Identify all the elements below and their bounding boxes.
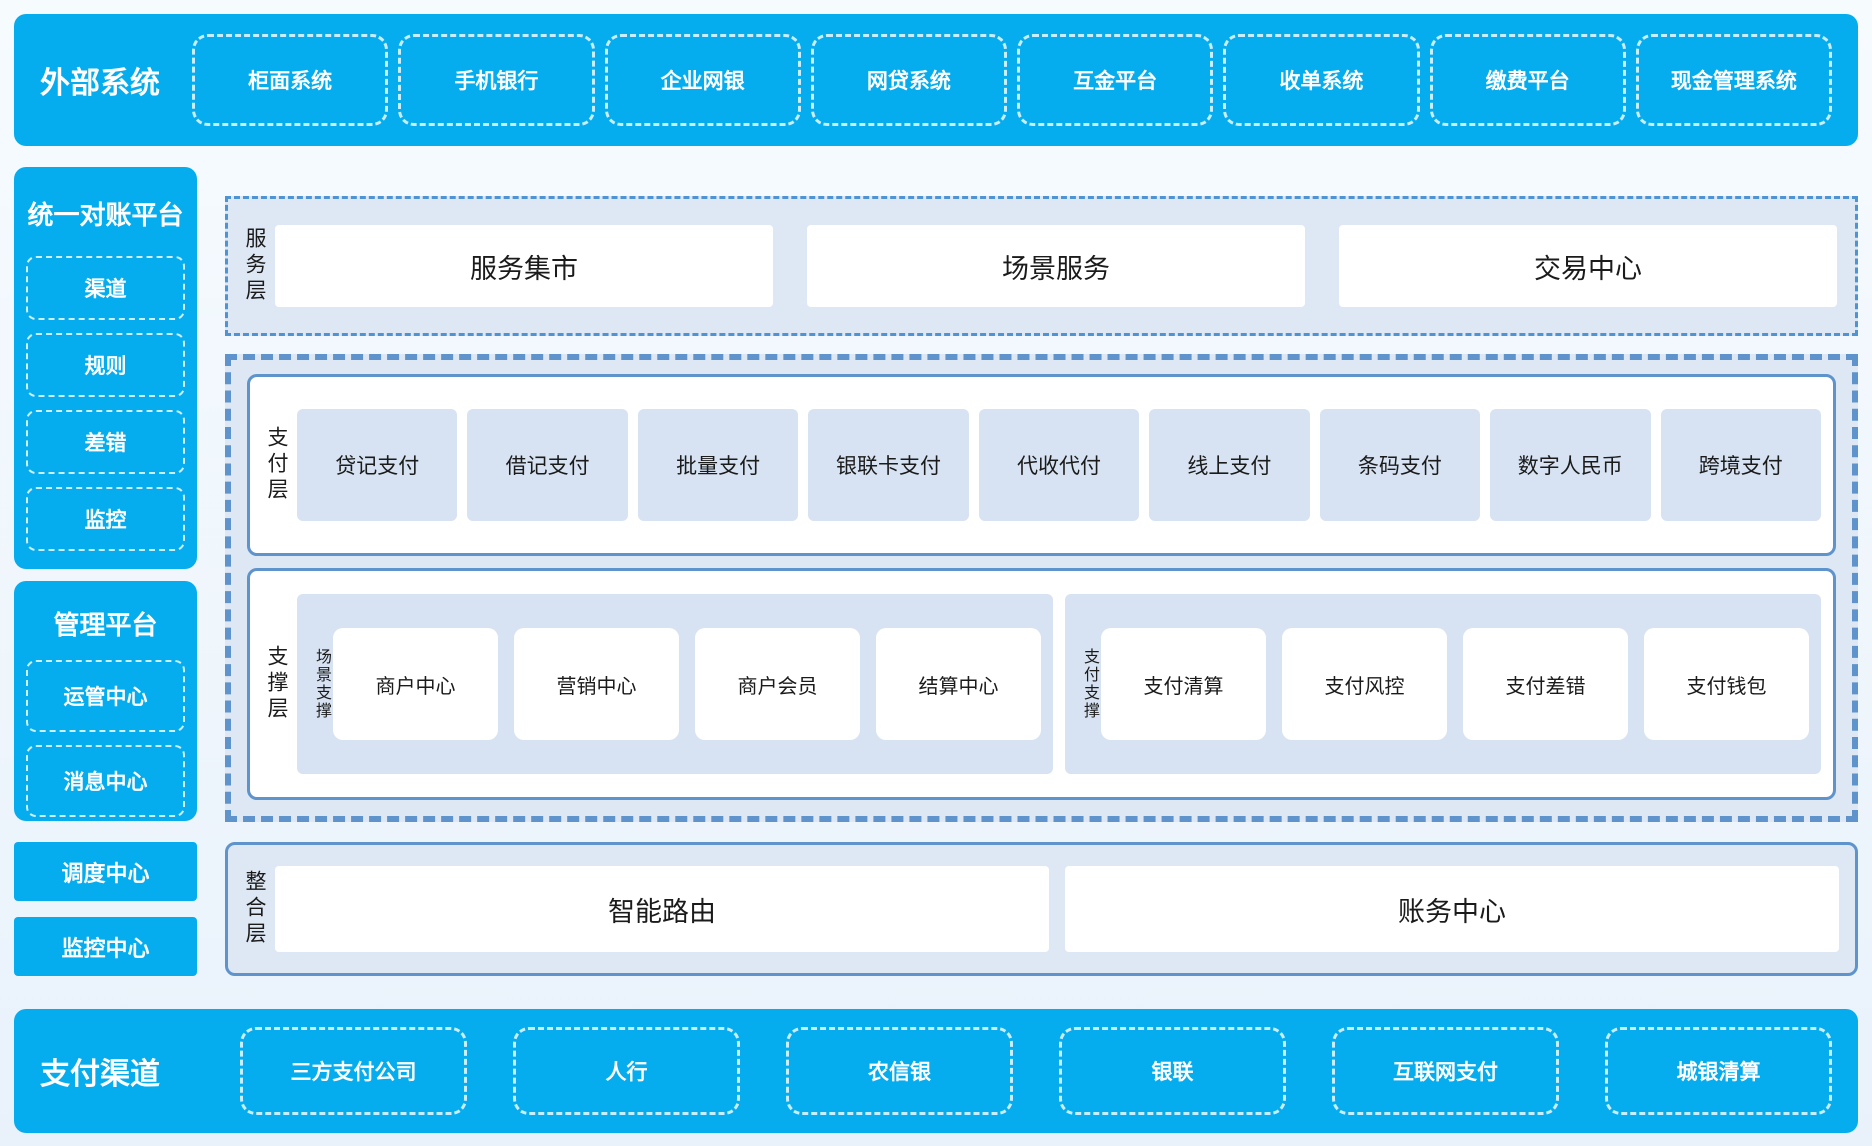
payment-support-container: 支付层 贷记支付 借记支付 批量支付 银联卡支付 代收代付 线上支付 条码支付 … (225, 354, 1858, 822)
scene-support-group: 场景支撑 商户中心 营销中心 商户会员 结算中心 (297, 594, 1053, 774)
integration-layer-item: 智能路由 (275, 866, 1049, 952)
payment-layer-item: 批量支付 (637, 409, 799, 521)
external-system-item: 缴费平台 (1429, 34, 1626, 126)
payment-layer-item: 线上支付 (1149, 409, 1310, 521)
external-systems-bar: 外部系统 柜面系统 手机银行 企业网银 网贷系统 互金平台 收单系统 缴费平台 … (14, 14, 1858, 146)
reconciliation-item: 差错 (26, 410, 185, 474)
payment-layer-item: 条码支付 (1319, 409, 1481, 521)
reconciliation-platform-block: 统一对账平台 渠道 规则 差错 监控 (14, 167, 197, 569)
external-system-item: 现金管理系统 (1635, 34, 1832, 126)
payment-channel-item: 银联 (1059, 1027, 1286, 1115)
reconciliation-items: 渠道 规则 差错 监控 (26, 256, 185, 553)
scene-support-item: 结算中心 (876, 628, 1041, 740)
external-systems-label: 外部系统 (40, 67, 160, 100)
payment-channel-item: 互联网支付 (1332, 1027, 1559, 1115)
reconciliation-platform-title: 统一对账平台 (27, 200, 184, 230)
payment-layer-item: 数字人民币 (1490, 409, 1651, 521)
service-layer-items: 服务集市 场景服务 交易中心 (275, 225, 1837, 307)
external-system-item: 手机银行 (398, 34, 595, 126)
service-layer-label: 服务层 (243, 227, 266, 305)
management-platform-title: 管理平台 (53, 610, 158, 640)
support-layer-groups: 场景支撑 商户中心 营销中心 商户会员 结算中心 支付支撑 支付清算 (297, 594, 1821, 774)
payment-layer-item: 贷记支付 (297, 409, 458, 521)
payment-layer-item: 银联卡支付 (808, 409, 969, 521)
payment-support-item: 支付清算 (1101, 628, 1266, 740)
external-system-item: 网贷系统 (810, 34, 1007, 126)
payment-support-label: 支付支撑 (1081, 648, 1098, 720)
payment-layer: 支付层 贷记支付 借记支付 批量支付 银联卡支付 代收代付 线上支付 条码支付 … (247, 374, 1836, 556)
integration-layer-items: 智能路由 账务中心 (275, 866, 1839, 952)
payment-layer-item: 跨境支付 (1660, 409, 1821, 521)
external-system-item: 企业网银 (604, 34, 801, 126)
payment-channels-label: 支付渠道 (40, 1058, 160, 1091)
support-layer-label: 支撑层 (265, 645, 288, 723)
service-layer-item: 交易中心 (1339, 225, 1837, 307)
payment-support-item: 支付钱包 (1644, 628, 1809, 740)
external-system-item: 柜面系统 (192, 34, 389, 126)
dispatch-center-block: 调度中心 (14, 842, 197, 901)
payment-support-items: 支付清算 支付风控 支付差错 支付钱包 (1101, 628, 1809, 740)
scene-support-item: 商户会员 (695, 628, 860, 740)
payment-layer-items: 贷记支付 借记支付 批量支付 银联卡支付 代收代付 线上支付 条码支付 数字人民… (297, 409, 1821, 521)
scene-support-item: 营销中心 (514, 628, 679, 740)
layers-column: 服务层 服务集市 场景服务 交易中心 支付层 贷记支付 借记支付 批量支付 银联… (225, 167, 1858, 976)
payment-support-item: 支付风控 (1282, 628, 1447, 740)
payment-channel-item: 城银清算 (1605, 1027, 1832, 1115)
management-platform-block: 管理平台 运管中心 消息中心 (14, 581, 197, 821)
payment-channel-item: 农信银 (786, 1027, 1013, 1115)
service-layer-item: 场景服务 (807, 225, 1305, 307)
payment-channels-items: 三方支付公司 人行 农信银 银联 互联网支付 城银清算 (240, 1009, 1832, 1133)
payment-layer-label: 支付层 (265, 426, 288, 504)
payment-support-group: 支付支撑 支付清算 支付风控 支付差错 支付钱包 (1065, 594, 1821, 774)
external-system-item: 互金平台 (1017, 34, 1214, 126)
payment-channel-item: 三方支付公司 (240, 1027, 467, 1115)
external-system-item: 收单系统 (1223, 34, 1420, 126)
diagram-body: 统一对账平台 渠道 规则 差错 监控 管理平台 运管中心 消息中心 调度中心 监… (14, 167, 1858, 976)
external-systems-items: 柜面系统 手机银行 企业网银 网贷系统 互金平台 收单系统 缴费平台 现金管理系… (192, 14, 1832, 146)
integration-layer: 整合层 智能路由 账务中心 (225, 842, 1858, 976)
reconciliation-item: 监控 (26, 487, 185, 551)
scene-support-items: 商户中心 营销中心 商户会员 结算中心 (333, 628, 1041, 740)
reconciliation-item: 渠道 (26, 256, 185, 320)
service-layer-item: 服务集市 (275, 225, 773, 307)
management-item: 运管中心 (26, 660, 185, 732)
scene-support-label: 场景支撑 (313, 648, 330, 720)
payment-support-item: 支付差错 (1463, 628, 1628, 740)
payment-channels-bar: 支付渠道 三方支付公司 人行 农信银 银联 互联网支付 城银清算 (14, 1009, 1858, 1133)
payment-channel-item: 人行 (513, 1027, 740, 1115)
payment-layer-item: 代收代付 (978, 409, 1140, 521)
management-items: 运管中心 消息中心 (26, 660, 185, 817)
left-sidebar: 统一对账平台 渠道 规则 差错 监控 管理平台 运管中心 消息中心 调度中心 监… (14, 167, 197, 976)
scene-support-item: 商户中心 (333, 628, 498, 740)
payment-layer-item: 借记支付 (467, 409, 628, 521)
service-layer: 服务层 服务集市 场景服务 交易中心 (225, 196, 1858, 336)
integration-layer-item: 账务中心 (1065, 866, 1839, 952)
management-item: 消息中心 (26, 745, 185, 817)
support-layer: 支撑层 场景支撑 商户中心 营销中心 商户会员 结算中心 (247, 568, 1836, 800)
reconciliation-item: 规则 (26, 333, 185, 397)
integration-layer-label: 整合层 (243, 870, 266, 948)
monitor-center-block: 监控中心 (14, 917, 197, 976)
